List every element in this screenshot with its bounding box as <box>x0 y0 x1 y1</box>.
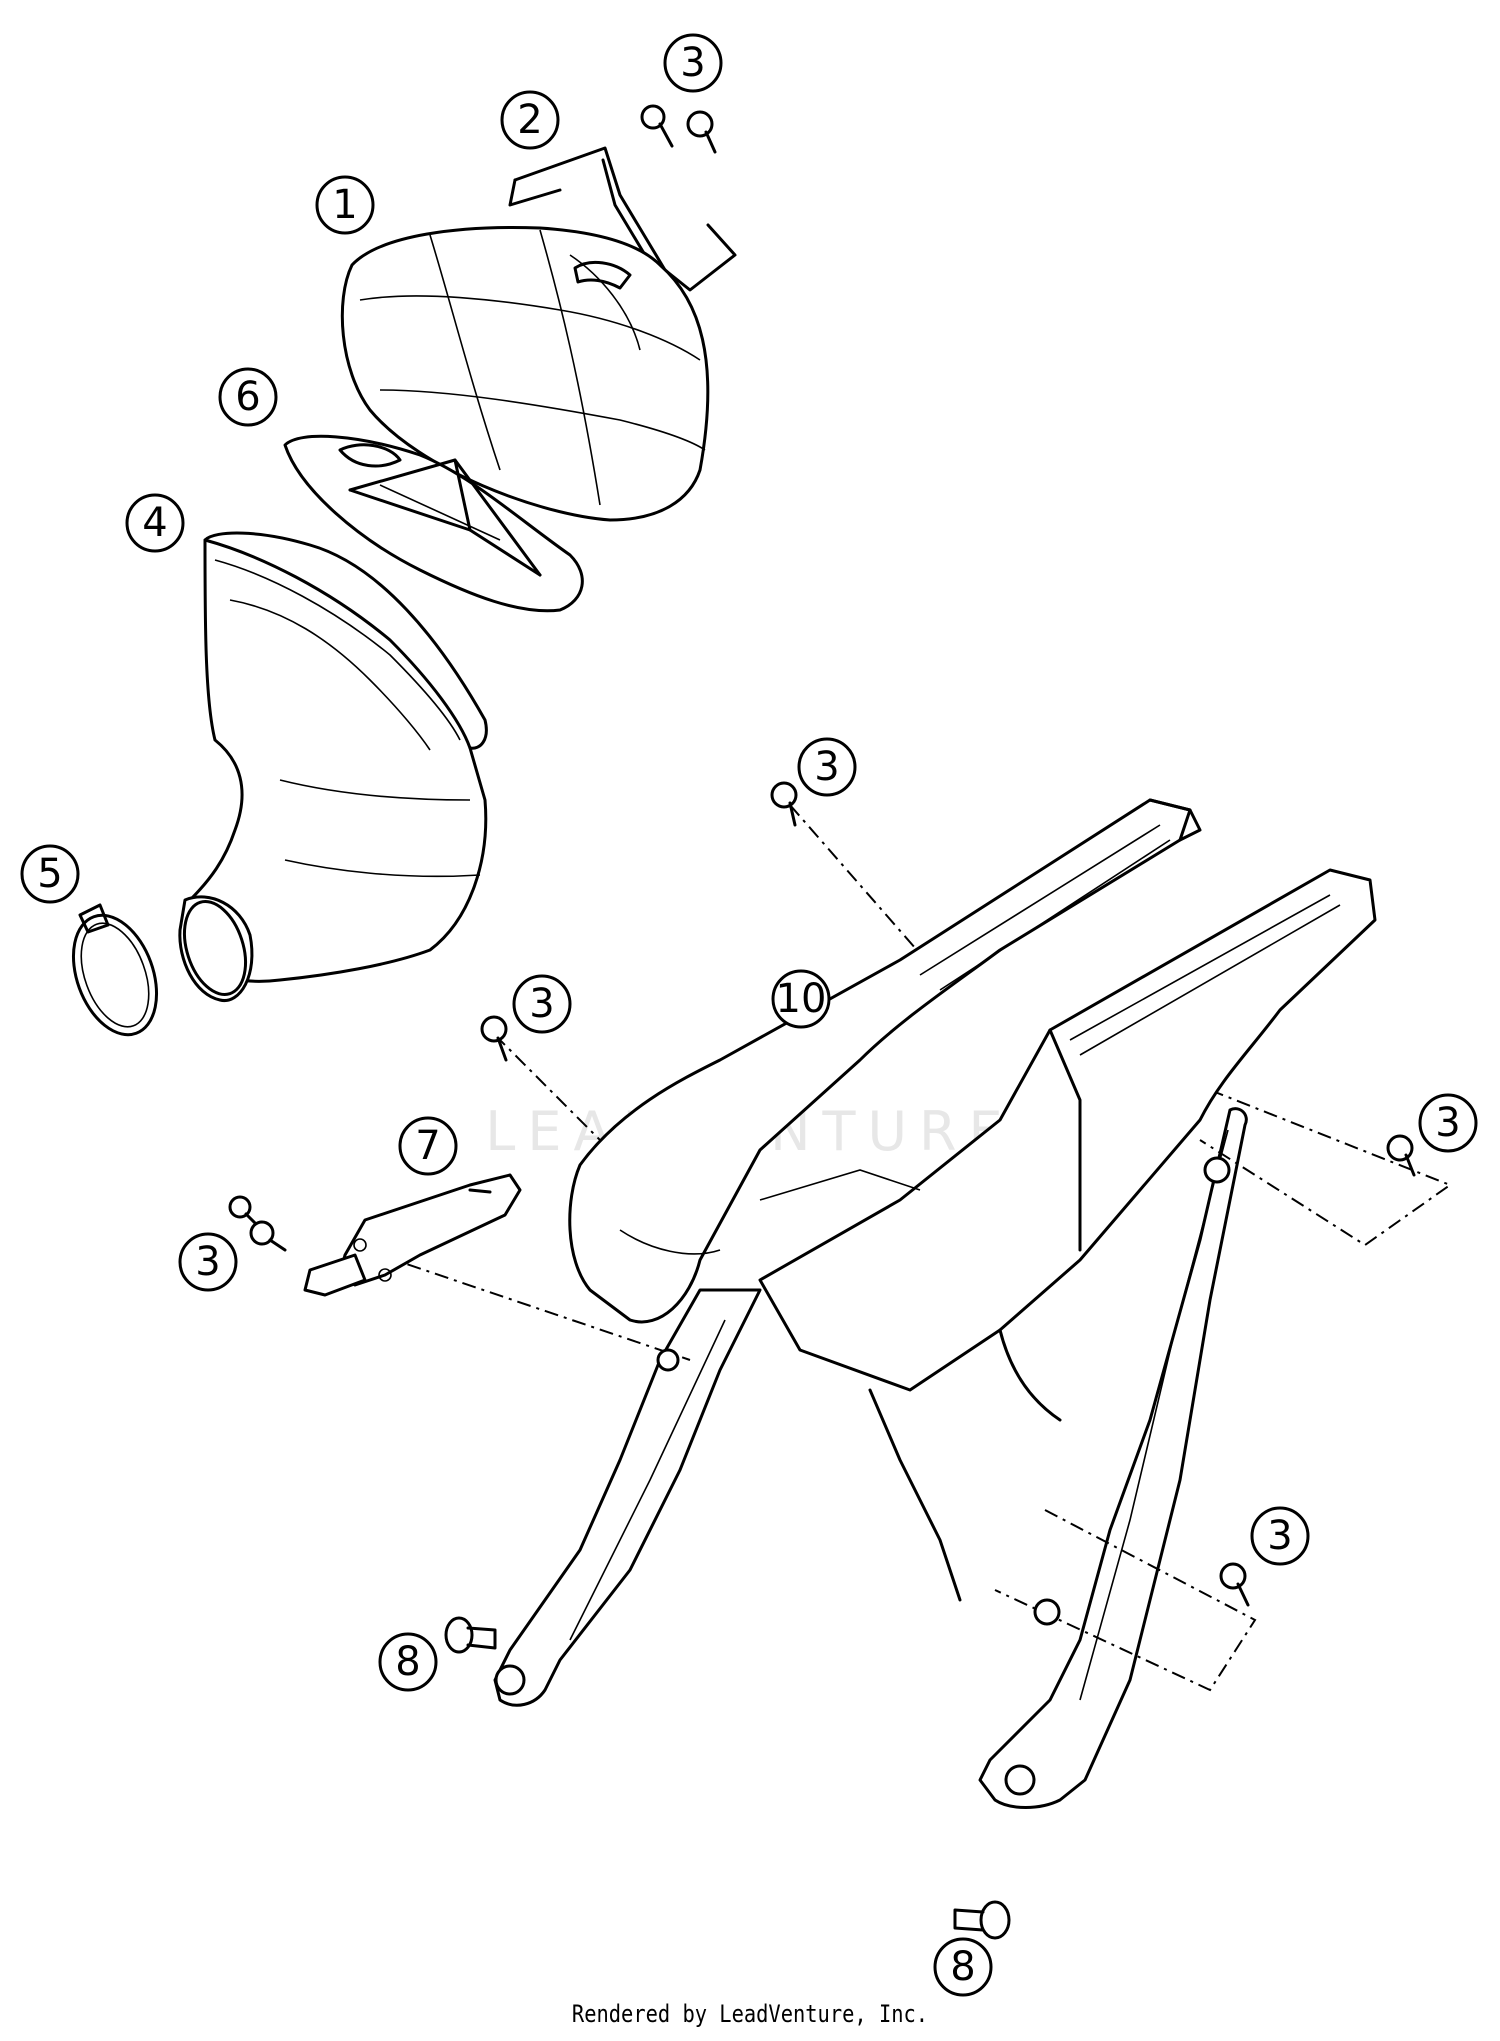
svg-text:10: 10 <box>776 976 827 1022</box>
svg-text:3: 3 <box>529 981 554 1027</box>
svg-text:8: 8 <box>950 1944 975 1990</box>
leader-line-left-screw <box>494 1034 641 1181</box>
callout-8-bottom: 8 <box>933 1937 993 1997</box>
svg-text:8: 8 <box>395 1639 420 1685</box>
bolts <box>444 1616 1011 1940</box>
callout-3-lower-left: 3 <box>178 1232 238 1292</box>
callout-2: 2 <box>500 90 560 150</box>
air-filter-part <box>340 226 710 522</box>
air-box-part <box>178 531 488 1002</box>
callout-10: 10 <box>771 969 831 1029</box>
callout-3-top: 3 <box>663 33 723 93</box>
svg-text:7: 7 <box>415 1123 440 1169</box>
svg-text:3: 3 <box>1267 1513 1292 1559</box>
filter-cage-part <box>283 434 584 613</box>
callout-6: 6 <box>218 367 278 427</box>
leader-line-top-screw <box>789 804 931 966</box>
screws-misc <box>228 781 1416 1607</box>
callout-3-left: 3 <box>512 974 572 1034</box>
callout-3-lower-right: 3 <box>1250 1506 1310 1566</box>
svg-text:5: 5 <box>37 851 62 897</box>
leader-line-lower-right-screw <box>994 1509 1257 1692</box>
svg-text:3: 3 <box>680 40 705 86</box>
top-screws <box>640 104 717 154</box>
callout-3-right: 3 <box>1418 1093 1478 1153</box>
subframe-part <box>493 798 1377 1809</box>
callout-4: 4 <box>125 493 185 553</box>
svg-text:6: 6 <box>235 374 260 420</box>
svg-text:2: 2 <box>517 97 542 143</box>
hose-clamp-part <box>71 903 159 1037</box>
callout-5: 5 <box>20 844 80 904</box>
callout-3-mid: 3 <box>797 737 857 797</box>
leader-line-bracket <box>379 1254 691 1361</box>
svg-text:3: 3 <box>195 1239 220 1285</box>
svg-text:3: 3 <box>1435 1100 1460 1146</box>
render-credit: Rendered by LeadVenture, Inc. <box>571 2000 929 2028</box>
leader-line-right-screw <box>1199 1089 1453 1247</box>
leader-lines <box>379 804 1453 1692</box>
svg-text:3: 3 <box>814 744 839 790</box>
bracket-part <box>303 1173 522 1297</box>
svg-text:4: 4 <box>142 500 167 546</box>
callout-7: 7 <box>398 1116 458 1176</box>
svg-text:1: 1 <box>332 182 357 228</box>
callout-8-left: 8 <box>378 1632 438 1692</box>
callout-1: 1 <box>315 175 375 235</box>
